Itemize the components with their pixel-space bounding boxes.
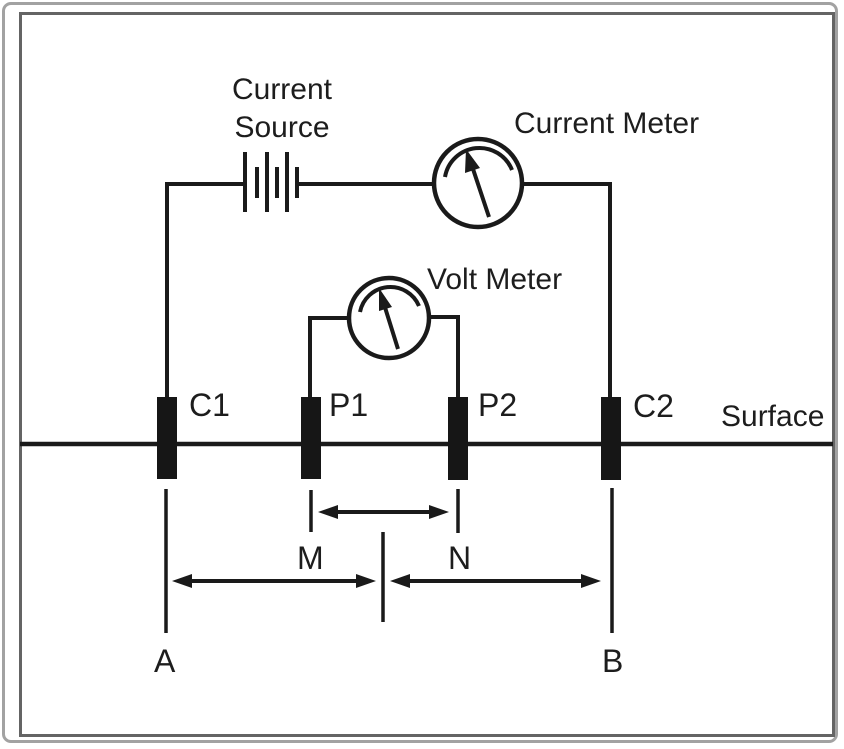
wire-c1-to-source xyxy=(165,182,247,397)
wire-voltmeter-to-p2 xyxy=(429,315,460,397)
current-source-label-line2: Source xyxy=(234,111,330,144)
electrode-p2 xyxy=(448,397,468,480)
current-source-label: Current Source xyxy=(220,71,344,147)
volt-meter-label: Volt Meter xyxy=(427,263,563,296)
wire-voltmeter-to-p1 xyxy=(308,316,349,397)
current-meter-label: Current Meter xyxy=(514,107,700,140)
electrode-c2 xyxy=(601,397,621,480)
volt-meter-icon xyxy=(346,275,432,361)
distance-label-n: N xyxy=(448,540,472,576)
arrow-a-center xyxy=(172,574,376,588)
distance-label-a: A xyxy=(154,643,176,679)
wire-ammeter-to-c2 xyxy=(522,182,612,397)
electrode-c1 xyxy=(157,397,177,479)
electrode-label-p1: P1 xyxy=(329,387,369,423)
distance-label-b: B xyxy=(602,643,624,679)
outer-frame-border xyxy=(2,2,838,743)
electrode-p1 xyxy=(301,397,321,479)
distance-label-m: M xyxy=(297,540,324,576)
arrow-center-b xyxy=(390,574,601,588)
electrode-label-p2: P2 xyxy=(478,387,518,423)
battery-icon xyxy=(243,152,299,212)
inner-frame-border xyxy=(19,12,835,737)
surface-label: Surface xyxy=(721,400,825,433)
arrow-mn xyxy=(318,505,449,519)
current-source-label-line1: Current xyxy=(231,73,333,106)
current-meter-icon xyxy=(431,136,525,230)
electrode-label-c2: C2 xyxy=(633,388,674,424)
electrode-label-c1: C1 xyxy=(189,387,230,423)
